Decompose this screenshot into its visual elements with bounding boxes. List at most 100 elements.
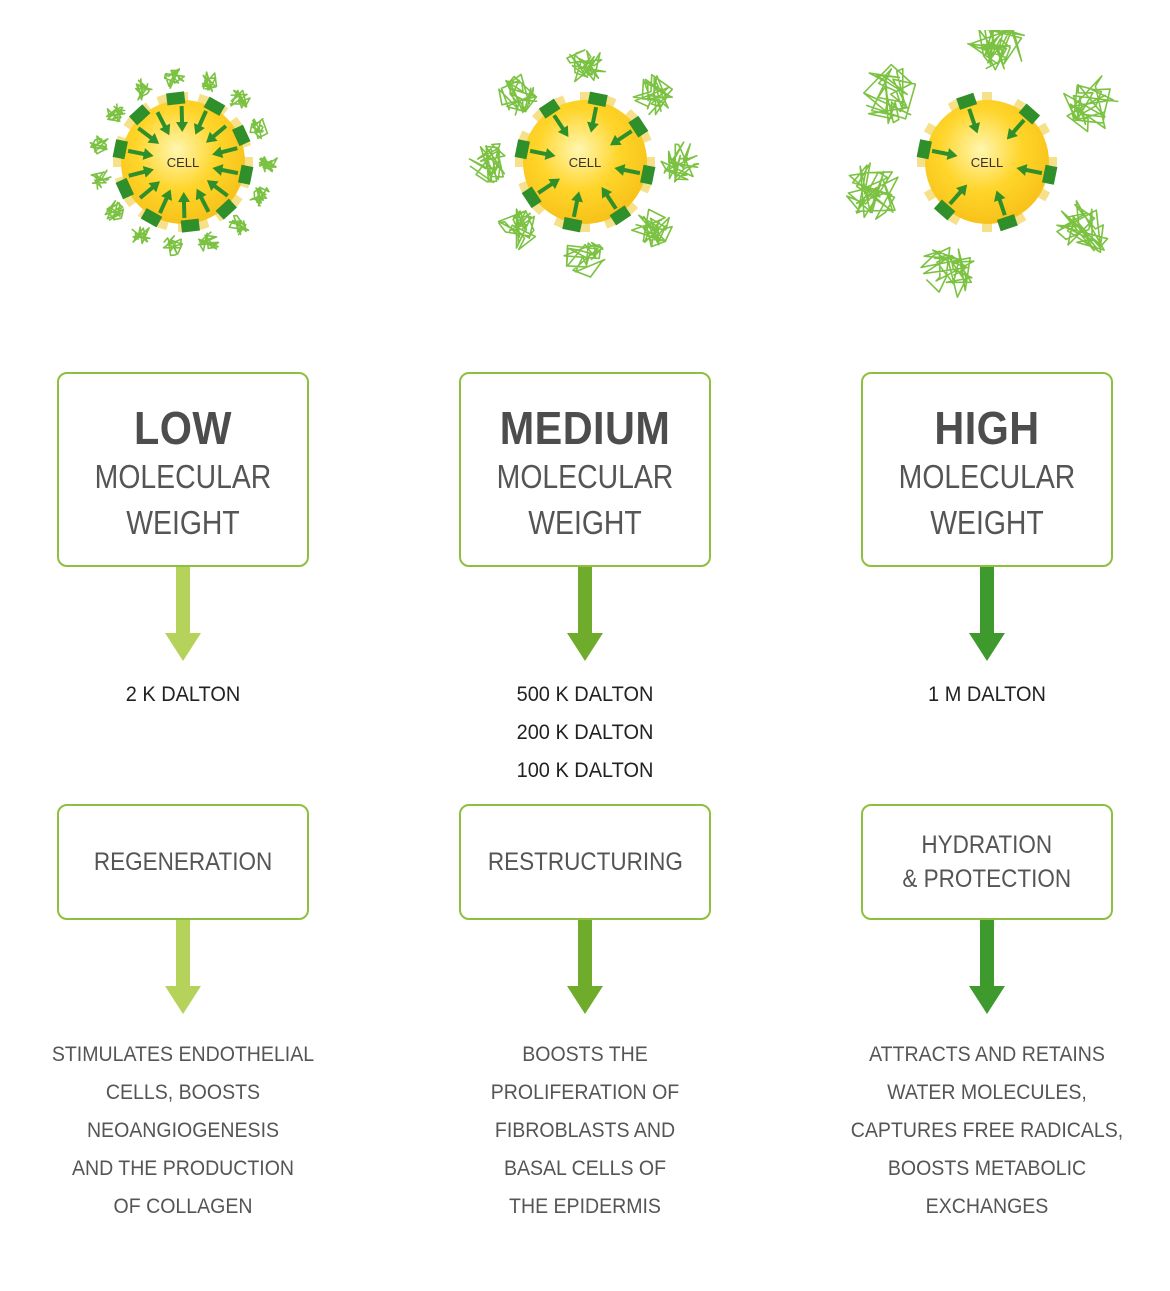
membrane-receptor [982, 92, 992, 102]
molecular-label: MOLECULAR [496, 458, 674, 495]
membrane-receptor [113, 157, 123, 167]
cell-label: CELL [971, 155, 1004, 170]
cell-illustration-low: CELL [89, 68, 278, 257]
function-box-low: REGENERATION [57, 804, 309, 920]
receptor [562, 217, 583, 233]
inward-arrow-head [142, 148, 154, 160]
molecule-icon [660, 141, 700, 183]
receptor [180, 218, 200, 233]
molecule-icon [249, 117, 269, 140]
molecule-icon [197, 231, 220, 252]
molecule-icon [468, 143, 506, 184]
cell-body [925, 100, 1049, 224]
weight-label: LOW [134, 402, 232, 454]
receptor [166, 91, 186, 106]
receptor [521, 186, 542, 209]
dalton-list-low: 2 K DALTON [0, 676, 383, 714]
down-arrow-icon [969, 567, 1005, 661]
molecule-icon [845, 162, 899, 220]
weight-label: HIGH [934, 402, 1040, 454]
receptor [640, 164, 656, 185]
weight-label: MEDIUM [499, 402, 671, 454]
dalton-value: 200 K DALTON [516, 721, 654, 744]
description-line: AND THE PRODUCTION [71, 1157, 295, 1180]
inward-arrow-head [1006, 128, 1018, 140]
inward-arrow-head [601, 187, 613, 199]
receptor [129, 104, 151, 126]
description-medium: BOOSTS THE PROLIFERATION OF FIBROBLASTS … [385, 1036, 785, 1226]
function-label: RESTRUCTURING [487, 848, 683, 876]
dalton-value: 2 K DALTON [125, 683, 241, 706]
molecule-icon [90, 169, 112, 190]
inward-arrow-head [176, 121, 189, 133]
down-arrow-icon [567, 920, 603, 1014]
inward-arrow-head [147, 133, 160, 144]
description-line: BOOSTS METABOLIC [887, 1157, 1087, 1180]
inward-arrow-head [956, 184, 968, 196]
weight-word: WEIGHT [126, 504, 240, 541]
inward-arrow-head [571, 191, 583, 203]
cell-label: CELL [167, 155, 200, 170]
description-line: EXCHANGES [925, 1195, 1049, 1218]
molecule-icon [134, 78, 153, 101]
receptor [609, 205, 632, 226]
column-high: CELL HIGH MOLECULAR WEIGHT 1 M DALTON HY… [787, 0, 1170, 1291]
weight-word: WEIGHT [930, 504, 1044, 541]
description-line: BASAL CELLS OF [503, 1157, 667, 1180]
inward-arrow-head [946, 148, 958, 160]
molecule-icon [1056, 200, 1109, 254]
description-line: STIMULATES ENDOTHELIAL [51, 1043, 315, 1066]
receptor [587, 91, 608, 107]
molecule-icon [498, 73, 538, 116]
membrane-receptor [1047, 157, 1057, 167]
cell-illustration-medium: CELL [468, 49, 700, 278]
receptor [238, 164, 254, 185]
inward-arrow-head [587, 121, 599, 133]
molecular-label: MOLECULAR [898, 458, 1076, 495]
molecule-icon [89, 135, 109, 155]
receptor [956, 92, 978, 110]
receptor [232, 124, 251, 147]
cell-illustration-high: CELL [845, 30, 1119, 298]
molecular-label: MOLECULAR [94, 458, 272, 495]
description-line: CELLS, BOOSTS [105, 1081, 261, 1104]
inward-arrow-head [544, 148, 556, 160]
description-line: OF COLLAGEN [113, 1195, 253, 1218]
description-line: THE EPIDERMIS [509, 1195, 661, 1218]
description-line: ATTRACTS AND RETAINS [869, 1043, 1105, 1066]
inward-arrow-head [548, 178, 560, 190]
description-line: WATER MOLECULES, [887, 1081, 1087, 1104]
function-box-high: HYDRATION & PROTECTION [861, 804, 1113, 920]
inward-arrow-head [161, 189, 172, 201]
inward-arrow-head [159, 123, 171, 136]
function-label: REGENERATION [93, 848, 273, 876]
down-arrow-icon [567, 567, 603, 661]
dalton-value: 100 K DALTON [516, 759, 654, 782]
molecule-icon [162, 235, 184, 257]
molecule-icon [163, 68, 186, 89]
molecule-icon [563, 241, 606, 278]
membrane-receptor [580, 92, 590, 102]
inward-arrow-head [194, 123, 205, 135]
molecule-icon [201, 71, 218, 93]
receptor [933, 199, 956, 221]
molecule-icon [863, 63, 917, 125]
molecule-icon [105, 103, 126, 123]
inward-arrow-head [206, 180, 219, 191]
inward-arrow-head [212, 164, 224, 176]
inward-arrow-head [994, 190, 1006, 202]
description-line: CAPTURES FREE RADICALS, [850, 1119, 1124, 1142]
inward-arrow-head [968, 122, 980, 134]
cell-body [523, 100, 647, 224]
description-line: PROLIFERATION OF [490, 1081, 680, 1104]
molecule-icon [967, 30, 1025, 71]
molecule-icon [630, 208, 673, 248]
function-label: HYDRATION & PROTECTION [902, 831, 1072, 893]
inward-arrow-head [142, 166, 154, 178]
molecule-icon [920, 246, 975, 298]
molecule-icon [229, 89, 251, 109]
inward-arrow-head [148, 181, 161, 193]
description-line: FIBROBLASTS AND [494, 1119, 676, 1142]
dalton-value: 500 K DALTON [516, 683, 654, 706]
receptor [996, 214, 1018, 232]
